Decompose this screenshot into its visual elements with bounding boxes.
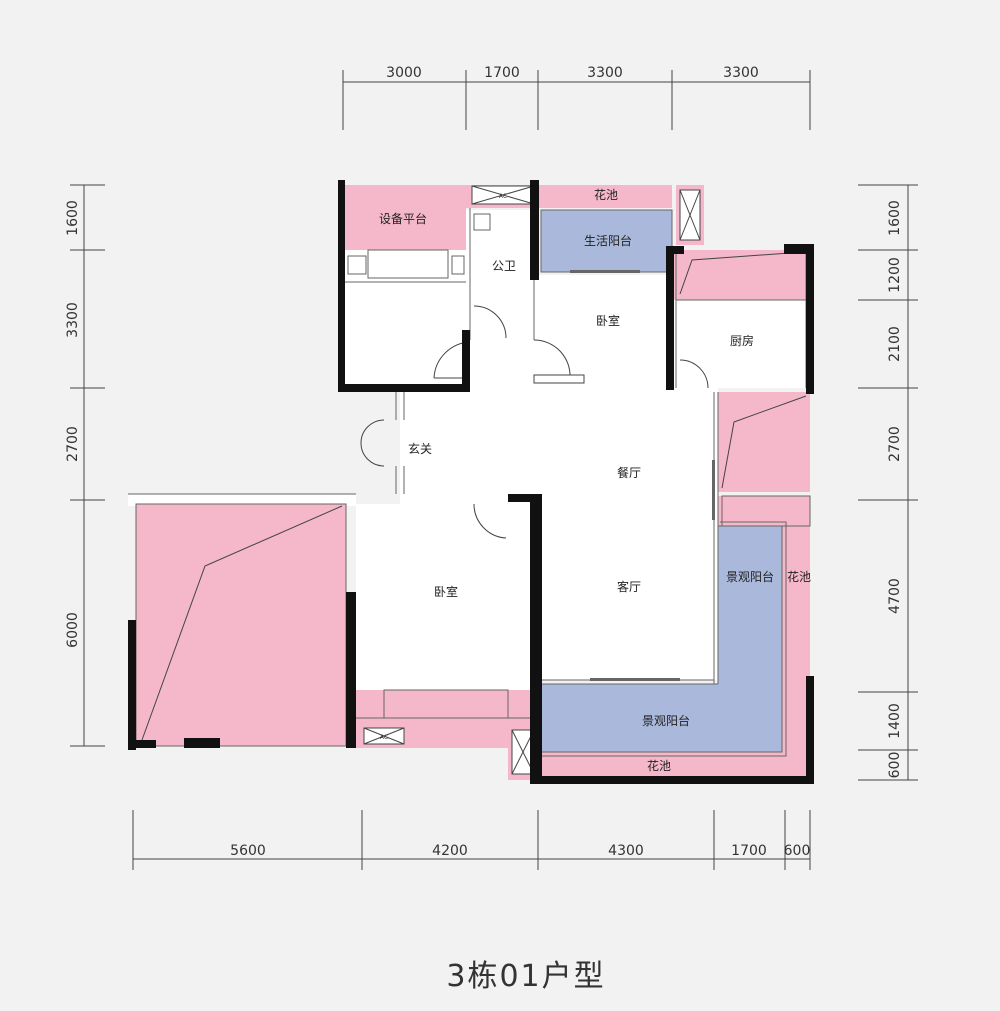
dim-right-3: 2100 (887, 326, 903, 362)
dim-left-1: 1600 (65, 200, 81, 236)
label-utility-balcony: 生活阳台 (584, 233, 632, 248)
dim-bottom-3: 4300 (608, 843, 644, 859)
label-bedroom-top: 卧室 (596, 313, 620, 328)
walls (128, 180, 814, 784)
label-equipment-platform: 设备平台 (379, 211, 427, 226)
dim-bottom-2: 4200 (432, 843, 468, 859)
dim-bottom-1: 5600 (230, 843, 266, 859)
dim-right-4: 2700 (887, 426, 903, 462)
dim-top-3: 3300 (587, 65, 623, 81)
label-public-bathroom: 公卫 (492, 259, 516, 273)
dimension-left (70, 184, 105, 747)
label-kitchen: 厨房 (730, 333, 754, 348)
room-floors (128, 185, 810, 780)
dim-bottom-4: 1700 (731, 843, 767, 859)
dim-right-2: 1200 (887, 257, 903, 293)
dim-right-6: 1400 (887, 703, 903, 739)
label-flower-bed-side: 花池 (787, 569, 811, 584)
label-landscape-balcony-bottom: 景观阳台 (642, 713, 690, 728)
dim-right-5: 4700 (887, 578, 903, 614)
window-strips (570, 270, 715, 681)
dim-top-1: 3000 (386, 65, 422, 81)
page-title: 3栋01户型 (446, 959, 605, 994)
ac-unit-icon (363, 185, 701, 775)
dimension-right (858, 184, 918, 781)
ac-label-1: AC (499, 193, 507, 200)
dim-right-1: 1600 (887, 200, 903, 236)
label-bedroom-bottom: 卧室 (434, 584, 458, 599)
diagonal-lines (141, 251, 807, 741)
dimension-top (342, 70, 811, 130)
label-entrance: 玄关 (408, 441, 432, 456)
dim-left-3: 2700 (65, 426, 81, 462)
dim-right-7: 600 (887, 752, 903, 779)
dim-bottom-5: 600 (784, 843, 811, 859)
label-living-room: 客厅 (617, 579, 641, 594)
label-flower-bed-bottom: 花池 (647, 758, 671, 773)
label-dining-room: 餐厅 (617, 465, 641, 480)
dim-left-2: 3300 (65, 302, 81, 338)
dim-top-4: 3300 (723, 65, 759, 81)
label-landscape-balcony-side: 景观阳台 (726, 569, 774, 584)
label-flower-bed-top: 花池 (594, 187, 618, 202)
dim-left-4: 6000 (65, 612, 81, 648)
ac-label-2: AC (380, 734, 388, 741)
dimension-bottom (132, 810, 811, 870)
dim-top-2: 1700 (484, 65, 520, 81)
